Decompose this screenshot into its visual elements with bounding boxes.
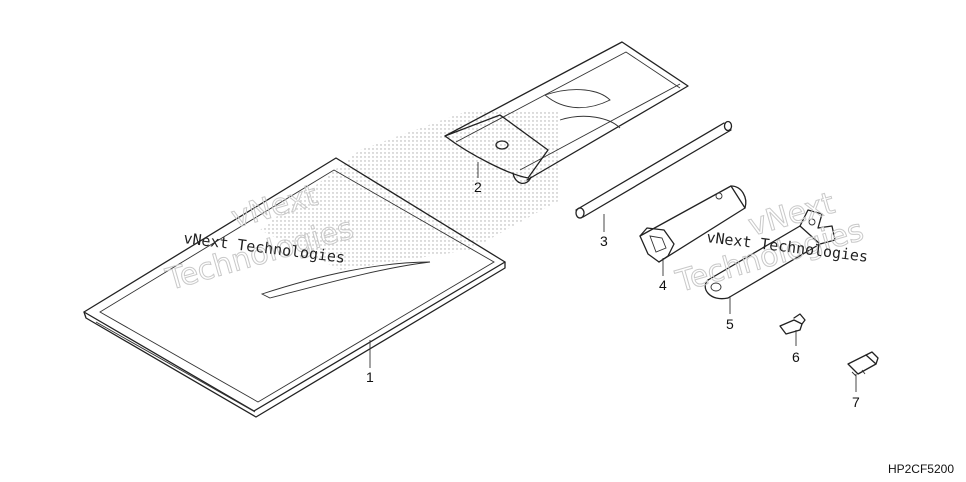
part-4-plug-wrench	[639, 185, 747, 263]
background-logo	[260, 110, 560, 270]
callout-3: 3	[600, 233, 608, 249]
part-3-bar	[575, 120, 733, 219]
callout-6: 6	[792, 349, 800, 365]
diagram-code: HP2CF5200	[887, 462, 954, 476]
part-5-socket-wrench	[704, 209, 836, 300]
callout-7: 7	[852, 394, 860, 410]
part-2-tool-holder	[444, 41, 689, 184]
callout-2: 2	[474, 179, 482, 195]
part-7-fuse	[847, 351, 879, 377]
part-1-tool-bag	[83, 157, 506, 418]
part-6-bolt	[779, 313, 806, 335]
callout-5: 5	[726, 316, 734, 332]
callout-1: 1	[366, 369, 374, 385]
callout-4: 4	[659, 277, 667, 293]
leader-lines	[369, 162, 857, 392]
